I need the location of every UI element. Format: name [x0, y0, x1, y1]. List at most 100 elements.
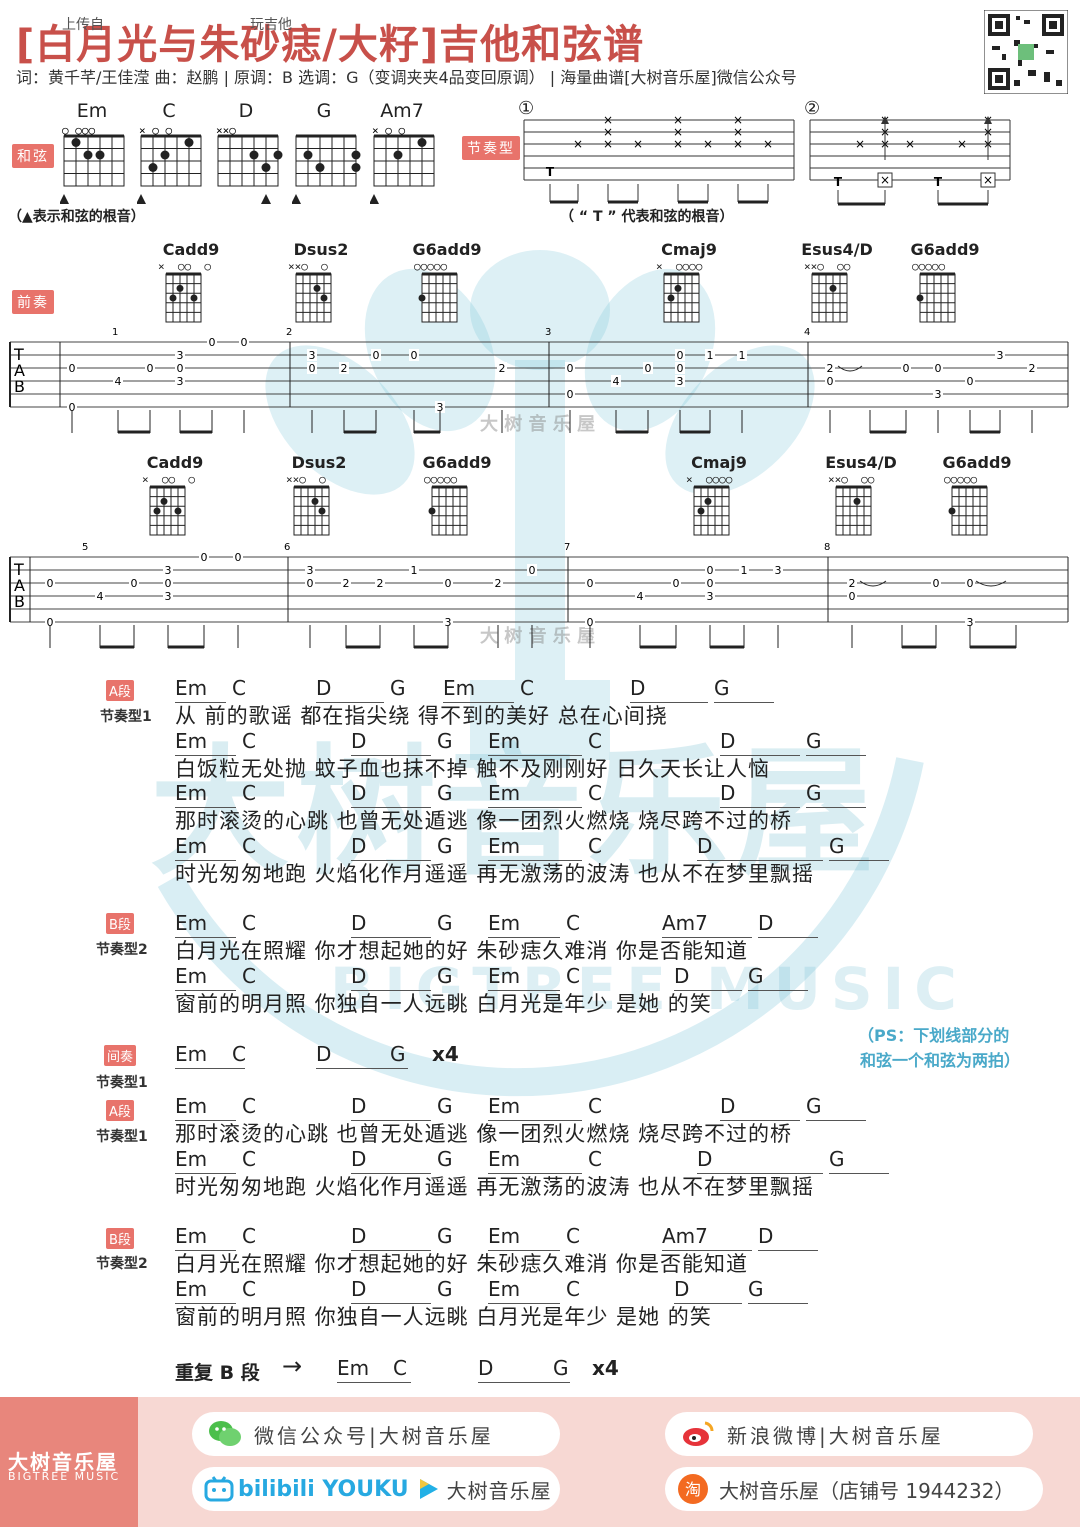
- intro-chord-name: Dsus2: [291, 453, 347, 472]
- chord-section-label: 和弦: [12, 144, 54, 168]
- wechat-icon: [209, 1421, 241, 1446]
- svg-text:×: ×: [703, 137, 713, 151]
- qr-code-icon[interactable]: [984, 10, 1068, 94]
- tab-note: 2: [343, 577, 350, 590]
- chord-symbol: Em: [337, 1356, 370, 1380]
- chord-root-note: （▲表示和弦的根音）: [8, 209, 145, 225]
- rhythm-patterns: ×××××××××××××T×××××××××TT××: [523, 113, 1011, 206]
- chord-symbol: Em: [488, 1146, 521, 1171]
- section-badge: A段: [106, 1100, 134, 1121]
- chord-symbol: D: [351, 833, 367, 858]
- svg-text:×: ×: [673, 125, 683, 139]
- chord-underline: [488, 937, 560, 938]
- tab-note: 0: [69, 401, 76, 414]
- chord-symbol: G: [748, 1276, 764, 1301]
- weibo-pill[interactable]: 新浪微博|大树音乐屋: [665, 1412, 1033, 1456]
- chord-symbol: G: [390, 676, 406, 700]
- tab-clef-letter: A: [14, 361, 25, 380]
- lyric-line: 白月光在照耀 你才想起她的好 朱砂痣久难消 你是否能知道: [175, 939, 749, 963]
- svg-text:×: ×: [905, 137, 915, 151]
- tab-note: 1: [739, 349, 746, 362]
- chord-underline: [337, 1382, 411, 1383]
- tab-note: 3: [165, 590, 172, 603]
- chord-underline: [697, 1172, 823, 1174]
- tab-note: 0: [69, 362, 76, 375]
- chord-underline: [488, 859, 582, 861]
- svg-text:○ ○○○: ○ ○○○: [62, 124, 95, 137]
- page-title: [白月光与朱砂痣/大籽]吉他和弦谱: [16, 22, 645, 68]
- tab-note: 0: [567, 362, 574, 375]
- tab-clef-letter: T: [13, 345, 24, 364]
- tab-note: 1: [411, 564, 418, 577]
- video-channel-name: 大树音乐屋: [446, 1478, 552, 1503]
- chord-underline: [748, 1302, 808, 1304]
- wechat-pill[interactable]: 微信公众号|大树音乐屋: [192, 1412, 560, 1456]
- video-pill[interactable]: bilibili YOUKU 大树音乐屋: [192, 1467, 560, 1511]
- rhythm-section-label: 节奏型: [462, 136, 520, 160]
- chord-underline: [662, 1250, 752, 1251]
- chord-symbol: C: [232, 1042, 246, 1066]
- chord-underline: [488, 1120, 582, 1121]
- chord-symbol: D: [674, 963, 690, 988]
- chord-symbol: Em: [175, 781, 208, 805]
- chord-symbol: D: [697, 1146, 713, 1171]
- intro-chord-diagram: [165, 272, 202, 323]
- shop-text: 大树音乐屋（店铺号 1944232）: [719, 1478, 1015, 1503]
- intro-chord-mutes: ○○○○○: [414, 260, 448, 273]
- tab-note: 0: [47, 577, 54, 590]
- section-rhythm-type: 节奏型1: [96, 1075, 148, 1091]
- tab-note: 0: [587, 616, 594, 629]
- svg-text:×: ×: [603, 137, 613, 151]
- chord-symbol: Em: [175, 676, 208, 700]
- chord-symbol: Em: [175, 1276, 208, 1301]
- chord-symbol: G: [437, 728, 453, 753]
- tab-note: 4: [97, 590, 104, 603]
- chord-underline: [720, 807, 800, 808]
- svg-text:× ○ ○: × ○ ○: [139, 124, 172, 137]
- chord-underline: [351, 1250, 431, 1251]
- intro-chord-name: Cmaj9: [691, 453, 747, 472]
- chord-symbol: G: [437, 963, 453, 988]
- measure-number: 2: [286, 327, 292, 338]
- repeat-times: x4: [592, 1356, 619, 1380]
- svg-text:×: ×: [880, 173, 890, 187]
- chord-symbol: C: [242, 1276, 256, 1301]
- intro-chord-mutes: × ○○○○: [656, 260, 703, 273]
- chord-symbol: C: [242, 1224, 256, 1248]
- tab-note: 3: [307, 564, 314, 577]
- chord-underline: [697, 859, 823, 861]
- chord-symbol: Em: [488, 1094, 521, 1118]
- chord-underline: [175, 859, 236, 861]
- svg-text:×: ×: [673, 113, 683, 127]
- intro-chord-diagram: [663, 272, 700, 323]
- youku-play-icon: [419, 1479, 438, 1499]
- chord-underline: [175, 1302, 236, 1304]
- section-rhythm-type: 节奏型2: [96, 1256, 148, 1272]
- footer-brand-cn: 大树音乐屋: [8, 1450, 118, 1474]
- chord-underline: [806, 754, 866, 756]
- chord-underline: [316, 1068, 408, 1069]
- chord-underline: [758, 1250, 818, 1251]
- section-badge: B段: [106, 1228, 134, 1249]
- chord-underline: [662, 937, 752, 938]
- tab-note: 3: [707, 590, 714, 603]
- svg-text:T: T: [834, 175, 843, 189]
- chord-symbol: D: [351, 728, 367, 753]
- chord-symbol: Em: [488, 1276, 521, 1301]
- weibo-icon: [683, 1421, 714, 1446]
- chord-symbol: C: [566, 963, 580, 988]
- weibo-text: 新浪微博|大树音乐屋: [727, 1423, 944, 1448]
- chord-underline: [175, 1068, 245, 1069]
- tab-note: 0: [827, 375, 834, 388]
- tab-note: 0: [241, 336, 248, 349]
- shop-pill[interactable]: 淘 大树音乐屋（店铺号 1944232）: [665, 1467, 1043, 1511]
- intro-label: 前奏: [12, 290, 54, 314]
- svg-text:×: ×: [603, 125, 613, 139]
- chord-symbol: D: [674, 1276, 690, 1301]
- wechat-text: 微信公众号|大树音乐屋: [254, 1423, 494, 1448]
- chord-underline: [351, 1172, 431, 1174]
- tab-note: 3: [309, 349, 316, 362]
- chord-name: Am7: [380, 100, 424, 122]
